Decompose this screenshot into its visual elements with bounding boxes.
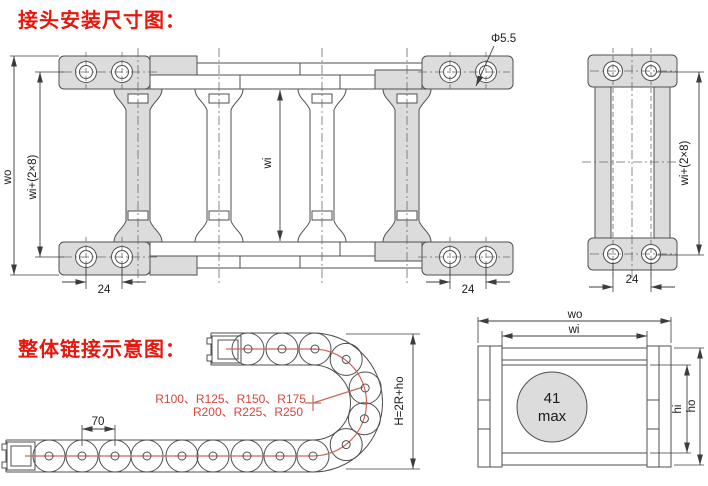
cross-section-dimensions: wo wi hi ho [477,309,704,466]
dim-label-wi-mount-top: wi+(2×8) [27,154,39,200]
dim-label-wo-top: wo [2,170,14,186]
dim-label-pitch-left: 24 [98,284,111,296]
cable-diameter-max: max [538,408,567,425]
top-view-dimensions: wo wi+(2×8) wi 24 24 Φ5.5 [2,33,516,296]
side-view-dimensions: 70 H=2R+ho [81,333,420,470]
side-view-drawing: R100、R125、R150、R175 R200、R225、R250 70 H=… [1,332,420,473]
bracket-bottom-left [58,241,151,276]
dim-label-hole-diameter: Φ5.5 [491,33,516,45]
top-view-drawing: wo wi+(2×8) wi 24 24 Φ5.5 [2,33,516,296]
chain-link-pins [44,344,370,461]
link-plate-mid-1 [194,88,244,243]
end-view-centerlines [582,48,683,278]
bend-radii-line2: R200、R225、R250 [193,405,303,419]
chain-outer-contour [6,332,383,473]
cable-diameter-value: 41 [544,390,561,407]
bracket-top-left [58,55,151,90]
section-title-overall-link: 整体链接示意图： [17,337,186,361]
chain-inner-contour [6,364,351,441]
end-view-drawing: wi+(2×8) 24 [582,48,704,292]
dim-label-ho: ho [686,400,698,413]
end-view-side-bar-right [653,86,671,239]
right-bracket-tab-bottom [374,241,423,262]
dim-label-pitch-end: 24 [626,274,639,286]
right-bracket-tab-top [374,69,423,90]
dim-label-link-pitch: 70 [92,416,105,428]
section-title-installation: 接头安装尺寸图： [18,8,186,32]
cs-rail-right-outer [658,345,672,468]
end-view-dimensions: wi+(2×8) 24 [589,71,704,292]
radius-leader-line [312,386,364,404]
dim-label-wo-cs: wo [567,309,583,321]
dim-label-pitch-right: 24 [462,284,475,296]
chain-centerline [25,348,368,457]
end-view-side-bar-left [594,86,612,239]
cable-space-circle [516,371,588,443]
dim-label-wi-top: wi [262,158,274,170]
cs-rail-left-inner [489,345,503,468]
dim-label-wi-mount-end: wi+(2×8) [679,140,691,186]
bracket-bottom-right [421,241,514,276]
link-plate-left [113,88,163,243]
cs-rail-right-inner [646,345,660,468]
link-plate-mid-2 [297,88,347,243]
cross-section-drawing: 41 max wo wi hi ho [477,309,704,468]
top-view-centerlines [63,48,510,284]
left-bracket-tab-bottom [149,255,198,276]
left-bracket-tab-top [149,55,198,76]
bracket-top-right [421,55,514,90]
bend-radii-line1: R100、R125、R150、R175 [155,392,306,406]
dim-label-hi: hi [672,405,684,414]
cs-rail-left-outer [477,345,491,468]
dim-label-wi-cs: wi [568,324,580,336]
dim-label-bend-height: H=2R+ho [394,376,406,425]
